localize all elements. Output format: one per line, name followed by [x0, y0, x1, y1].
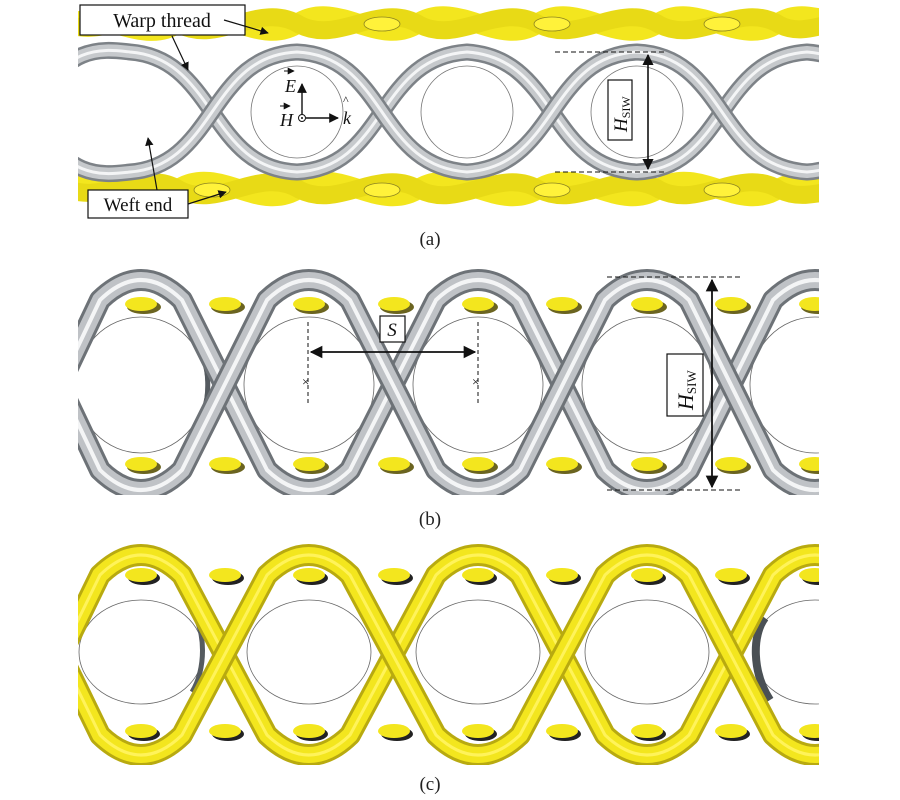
warp-thread-callout: Warp thread: [79, 4, 269, 71]
warp-threads-c: [78, 544, 819, 765]
svg-text:×: ×: [302, 374, 309, 389]
h-field-label: H: [279, 102, 294, 130]
cell-outlines-a: [250, 65, 684, 159]
warp-threads-b: [78, 269, 819, 495]
svg-text:HSIW: HSIW: [673, 370, 699, 411]
spacing-dimension: × × S: [302, 315, 479, 405]
spacing-label: S: [387, 320, 397, 341]
weft-end-label: Weft end: [104, 195, 173, 216]
panel-a: [78, 6, 819, 207]
h-siw-dimension-a: HSIW: [555, 51, 665, 173]
panel-b: [78, 269, 819, 495]
svg-text:^: ^: [343, 93, 349, 107]
panel-c: [78, 544, 819, 765]
svg-text:HSIW: HSIW: [611, 96, 633, 133]
h-siw-label-b: H: [673, 393, 698, 411]
svg-text:E: E: [284, 76, 296, 96]
h-siw-dimension-b: HSIW: [607, 276, 740, 491]
caption-a: (a): [419, 229, 440, 250]
svg-text:×: ×: [472, 374, 479, 389]
k-vector-label: ^ k: [343, 93, 352, 128]
via-ellipses-c: [125, 568, 819, 741]
warp-thread-label: Warp thread: [113, 10, 211, 32]
warp-threads-a: [78, 41, 819, 183]
svg-text:k: k: [343, 108, 352, 128]
h-siw-label: H: [611, 117, 632, 133]
caption-b: (b): [419, 509, 441, 530]
via-ellipses-b: [125, 297, 819, 474]
caption-c: (c): [419, 774, 440, 795]
svg-text:H: H: [279, 110, 294, 130]
field-coordinate-system: E H ^ k: [279, 67, 352, 130]
e-field-label: E: [284, 67, 296, 96]
weft-end-callout: Weft end: [87, 137, 227, 219]
